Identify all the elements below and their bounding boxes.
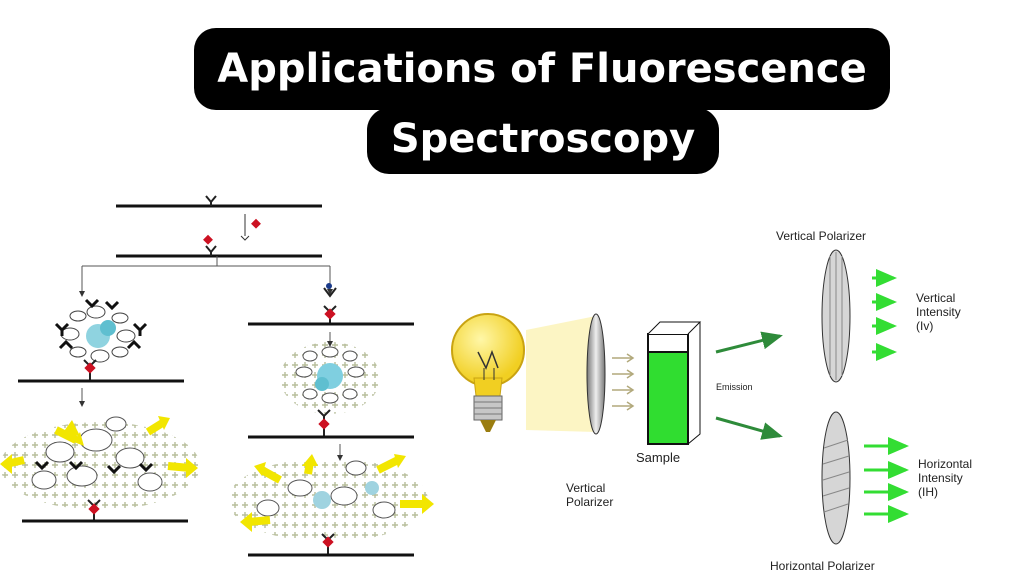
horizontal-intensity-label-1: Horizontal [918, 457, 972, 471]
vertical-intensity-label-3: (Iv) [916, 319, 933, 333]
fluorescent-complex-right [228, 454, 434, 542]
horizontal-intensity-label-3: (IH) [918, 485, 938, 499]
horizontal-polarizer-label: Horizontal Polarizer [770, 559, 875, 573]
horizontal-intensity-arrows [864, 437, 909, 523]
vertical-polarizer-label-line1: Vertical [566, 481, 605, 495]
vertical-intensity-label-2: Intensity [916, 305, 961, 319]
antigen-icon [251, 218, 261, 229]
emission-label: Emission [716, 382, 753, 392]
sample-cuvette [647, 321, 702, 445]
polarization-setup: Sample Vertical Polarizer Emission Verti… [451, 229, 972, 573]
page-title-line-1: Applications of Fluorescence [194, 28, 890, 110]
vertical-intensity-arrows [872, 269, 897, 361]
vertical-intensity-label-1: Vertical [916, 291, 955, 305]
light-beam [526, 316, 596, 432]
vertical-polarizer-lens [586, 313, 606, 435]
immunoassay-scheme [0, 195, 434, 557]
horizontal-intensity-label-2: Intensity [918, 471, 963, 485]
emission-arrow-down [715, 416, 783, 440]
horizontal-polarizer-analyzer [821, 411, 851, 545]
antibody-cluster [54, 298, 148, 363]
sample-label: Sample [636, 450, 680, 465]
light-bulb-icon [451, 313, 525, 432]
page-title-line-2: Spectroscopy [367, 108, 719, 174]
vertical-polarizer-label-line2: Polarizer [566, 495, 613, 509]
vertical-polarizer-top-label: Vertical Polarizer [776, 229, 866, 243]
fluorescent-cluster [280, 342, 380, 414]
antibody-icon [205, 195, 217, 206]
fluorescent-complex-left [0, 416, 200, 510]
emission-arrow-up [715, 331, 783, 354]
